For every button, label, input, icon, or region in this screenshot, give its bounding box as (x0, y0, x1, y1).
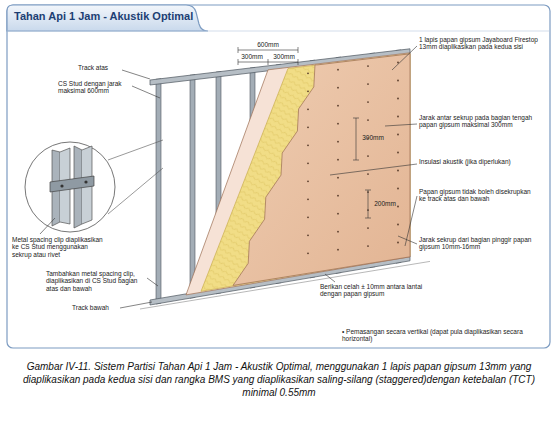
part-label: CS Stud dengan jarak maksimal 600mm (58, 80, 132, 95)
caption: Gambar IV-11. Sistem Partisi Tahan Api 1… (20, 360, 538, 399)
screw (397, 62, 399, 64)
screw (337, 69, 339, 71)
screw (337, 249, 339, 251)
screw (397, 116, 399, 118)
title-rule (7, 31, 550, 32)
screw (367, 119, 369, 121)
note-label: Papan gipsum tidak boleh disekrupkan ke … (419, 188, 539, 203)
dimension: 600mm (246, 41, 290, 48)
stud-detail-inset (25, 140, 163, 232)
note-label: • Pemasangan secara vertikal (dapat pula… (342, 328, 538, 343)
screw (307, 108, 309, 110)
screw (307, 162, 309, 164)
screw (337, 141, 339, 143)
screw (397, 188, 399, 190)
screw (367, 83, 369, 85)
screw (367, 65, 369, 67)
leader-lines (40, 46, 417, 308)
screw (307, 72, 309, 74)
screw (337, 87, 339, 89)
screw (307, 180, 309, 182)
part-label: Track atas (78, 64, 122, 71)
part-label: Insulasi akustik (jika diperlukan) (419, 158, 531, 165)
dimension: 200mm (370, 200, 400, 207)
dimension-lines (238, 47, 371, 218)
note-label: Berikan celah ± 10mm antara lantai denga… (320, 283, 438, 298)
title-tab (7, 5, 208, 31)
screw (307, 234, 309, 236)
screw (337, 159, 339, 161)
part-label: 1 lapis papan gipsum Jayaboard Firestop … (419, 36, 539, 51)
screw (367, 173, 369, 175)
screw (367, 227, 369, 229)
acoustic-insulation (201, 54, 410, 292)
screw (307, 198, 309, 200)
frame (7, 5, 550, 348)
screw (367, 101, 369, 103)
screw (337, 231, 339, 233)
screw (397, 224, 399, 226)
screw (397, 206, 399, 208)
screw (307, 252, 309, 254)
screw (337, 123, 339, 125)
screw (337, 177, 339, 179)
back-gypsum-board (186, 53, 410, 295)
cs-stud (190, 75, 195, 299)
screw (307, 216, 309, 218)
screw (397, 80, 399, 82)
dimension: 300mm (237, 53, 267, 60)
screw (397, 170, 399, 172)
screw (307, 90, 309, 92)
part-label: Track bawah (72, 304, 118, 311)
screw (337, 105, 339, 107)
note-label: Tambahkan metal spacing clip, diaplikasi… (46, 270, 146, 292)
screw (397, 242, 399, 244)
wall-illustration (140, 49, 430, 309)
screw (367, 155, 369, 157)
screw (397, 134, 399, 136)
gypsum-board-front (233, 54, 410, 286)
title: Tahan Api 1 Jam - Akustik Optimal (14, 10, 193, 23)
note-label: Jarak sekrup dari bagian pinggir papan g… (419, 236, 539, 251)
part-label: Metal spacing clip diaplikasikan ke CS S… (12, 236, 108, 258)
screw (397, 152, 399, 154)
screw (307, 126, 309, 128)
cs-stud (156, 79, 161, 304)
dimension: 300mm (358, 134, 388, 141)
dimension: 300mm (269, 53, 299, 60)
screw (307, 144, 309, 146)
screw (367, 245, 369, 247)
screw (397, 98, 399, 100)
screw (337, 213, 339, 215)
note-label: Jarak antar sekrup pada bagian tengah pa… (419, 114, 539, 129)
screw (337, 195, 339, 197)
